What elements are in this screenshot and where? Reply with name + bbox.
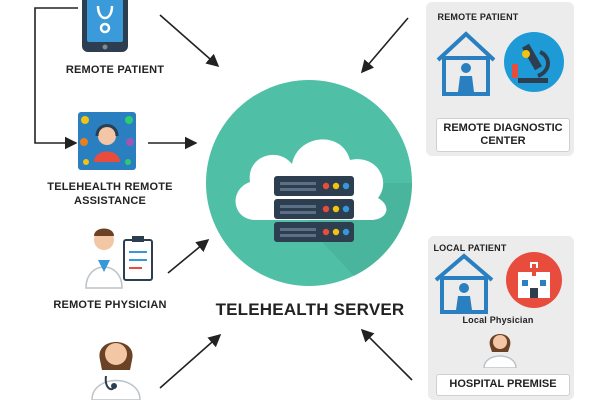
home-patient-icon xyxy=(434,253,494,314)
arrow-remote-physician xyxy=(167,238,210,274)
remote-diagnostic-box-line1: REMOTE DIAGNOSTIC xyxy=(443,122,563,134)
hospital-icon xyxy=(506,252,562,308)
hospital-premise-box-line1: HOSPITAL PREMISE xyxy=(449,378,557,390)
smartphone-stethoscope-icon xyxy=(82,0,128,52)
arrow-hospital-premise xyxy=(360,328,413,381)
remote-assistance-label-line1: TELEHEALTH REMOTE xyxy=(47,181,173,193)
microscope-icon xyxy=(504,32,564,92)
remote-patient-label: REMOTE PATIENT xyxy=(65,64,165,76)
doctor-icon xyxy=(483,334,517,368)
operator-headset-icon xyxy=(78,112,136,170)
local-physician-label: Local Physician xyxy=(462,315,534,325)
server-rack-icon xyxy=(274,176,354,242)
remote-diagnostic-title: REMOTE PATIENT xyxy=(437,12,519,22)
female-doctor-icon xyxy=(91,342,141,400)
remote-physician-label: REMOTE PHYSICIAN xyxy=(53,299,167,311)
remote-diagnostic-icons xyxy=(436,31,564,96)
remote-diagnostic-box-line2: CENTER xyxy=(480,135,526,147)
hospital-premise-box: HOSPITAL PREMISE xyxy=(436,374,570,396)
remote-assistance-label-line2: ASSISTANCE xyxy=(73,195,147,207)
remote-diagnostic-box: REMOTE DIAGNOSTIC CENTER xyxy=(436,118,570,152)
server-circle xyxy=(206,80,413,286)
home-patient-icon xyxy=(436,31,496,96)
server-label: TELEHEALTH SERVER xyxy=(215,300,405,319)
arrow-female-doctor xyxy=(159,333,222,389)
arrow-diagnostic-center xyxy=(360,17,409,74)
arrow-remote-patient xyxy=(159,14,220,68)
bracket-line xyxy=(34,7,78,150)
hospital-premise-icons xyxy=(434,252,562,314)
hospital-premise-title: LOCAL PATIENT xyxy=(433,243,507,253)
physician-clipboard-icon xyxy=(85,228,153,289)
